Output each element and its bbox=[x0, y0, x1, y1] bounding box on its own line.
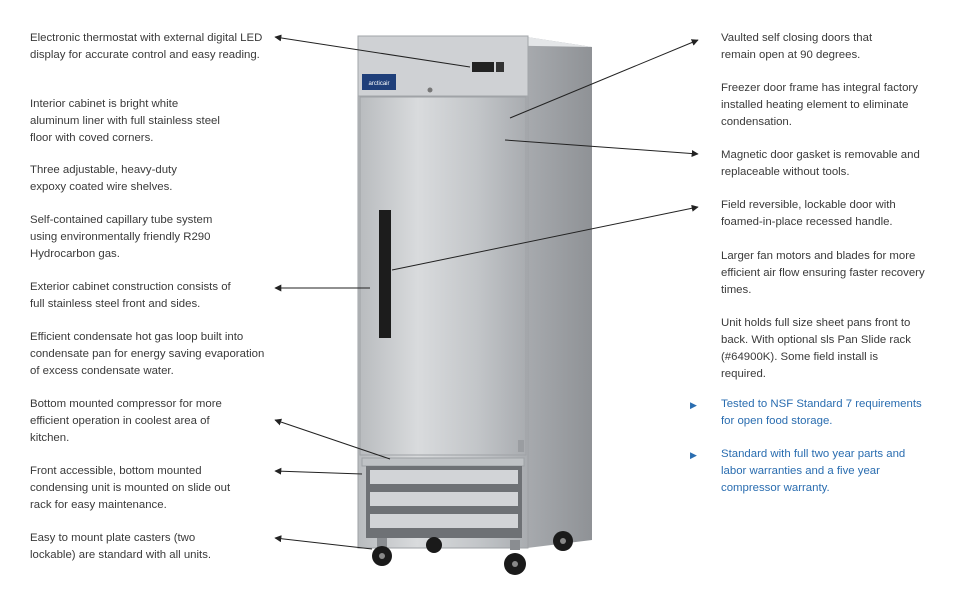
feature-door-frame-heater: Freezer door frame has integral factory … bbox=[721, 82, 918, 128]
arrow-casters bbox=[274, 535, 373, 550]
brand-logo-text: arcticair bbox=[368, 81, 389, 87]
feature-casters: Easy to mount plate casters (two lockabl… bbox=[30, 532, 212, 561]
feature-door-gasket: Magnetic door gasket is removable and re… bbox=[721, 149, 920, 178]
feature-reversible-door: Field reversible, lockable door with foa… bbox=[721, 199, 896, 228]
louver-2 bbox=[370, 492, 518, 506]
bullet-triangle-icon: ▶ bbox=[690, 400, 697, 410]
door-handle bbox=[379, 210, 391, 338]
cabinet-side bbox=[527, 37, 592, 548]
brand-logo bbox=[362, 74, 396, 90]
feature-condensate-loop: Efficient condensate hot gas loop built … bbox=[30, 331, 265, 377]
louver-1 bbox=[370, 470, 518, 484]
thermostat-display bbox=[472, 62, 494, 72]
louver-3 bbox=[370, 514, 518, 528]
feature-compressor: Bottom mounted compressor for more effic… bbox=[30, 398, 222, 444]
lock-icon bbox=[427, 87, 433, 93]
feature-exterior-cabinet: Exterior cabinet construction consists o… bbox=[30, 281, 231, 310]
arrow-condensing-unit bbox=[274, 467, 363, 475]
arrow-reversible-door bbox=[391, 204, 699, 271]
feature-thermostat: Electronic thermostat with external digi… bbox=[30, 32, 263, 61]
feature-vaulted-doors: Vaulted self closing doors that remain o… bbox=[721, 32, 873, 61]
feature-condensing-unit: Front accessible, bottom mounted condens… bbox=[30, 465, 231, 511]
power-switch bbox=[496, 62, 504, 72]
arrow-vaulted-doors bbox=[509, 39, 699, 119]
bullet-triangle-icon: ▶ bbox=[690, 450, 697, 460]
door-hinge bbox=[518, 440, 524, 452]
feature-sheet-pans: Unit holds full size sheet pans front to… bbox=[721, 317, 911, 380]
highlight-warranty: Standard with full two year parts and la… bbox=[721, 448, 906, 494]
feature-shelves: Three adjustable, heavy-duty expoxy coat… bbox=[30, 164, 177, 193]
base-plate bbox=[361, 457, 525, 467]
arrow-thermostat bbox=[274, 34, 471, 68]
feature-capillary-system: Self-contained capillary tube system usi… bbox=[30, 214, 213, 260]
arrow-compressor bbox=[274, 418, 391, 460]
feature-interior-cabinet: Interior cabinet is bright white aluminu… bbox=[30, 98, 220, 144]
casters bbox=[372, 531, 573, 575]
highlight-nsf-standard: Tested to NSF Standard 7 requirements fo… bbox=[721, 398, 922, 427]
arrow-gasket bbox=[504, 139, 699, 158]
feature-fan-motors: Larger fan motors and blades for more ef… bbox=[721, 250, 925, 296]
